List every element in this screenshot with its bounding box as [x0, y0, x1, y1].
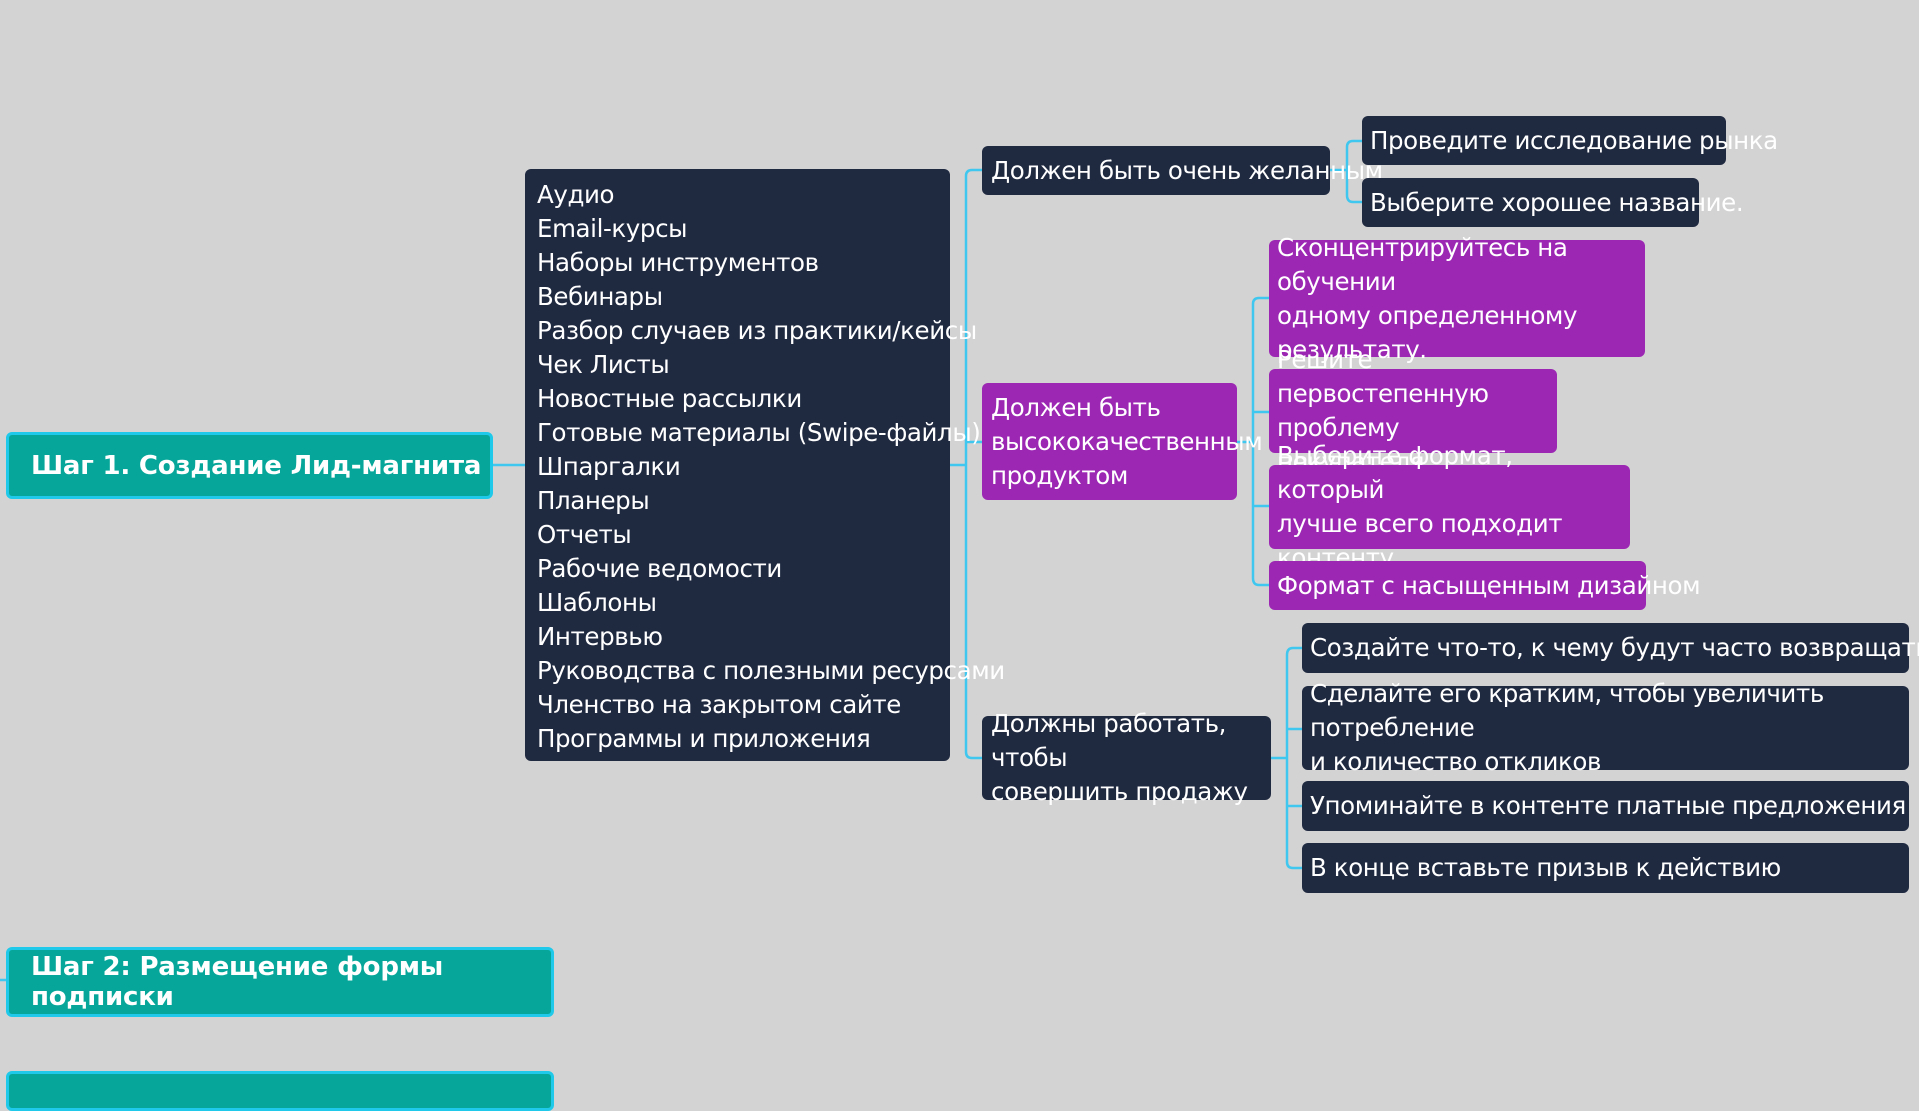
format-item: Планеры [537, 486, 650, 515]
step-2-node[interactable]: Шаг 2: Размещение формы подписки [6, 947, 554, 1017]
lead-magnet-formats-list[interactable]: Аудио Email-курсы Наборы инструментов Ве… [525, 169, 1005, 761]
format-item: Разбор случаев из практики/кейсы [537, 316, 977, 345]
tip-focus-on-result[interactable]: Сконцентрируйтесь на обучении одному опр… [1269, 233, 1645, 364]
format-item: Чек Листы [537, 350, 670, 379]
format-item: Интервью [537, 622, 663, 651]
format-item: Наборы инструментов [537, 248, 819, 277]
format-item: Готовые материалы (Swipe-файлы) [537, 418, 981, 447]
format-item: Программы и приложения [537, 724, 871, 753]
format-item: Шпаргалки [537, 452, 681, 481]
tip-rich-design[interactable]: Формат с насыщенным дизайном [1269, 561, 1701, 610]
tip-good-name[interactable]: Выберите хорошее название. [1362, 178, 1744, 227]
branch-desirable[interactable]: Должен быть очень желанным [982, 146, 1383, 195]
tip-choose-format[interactable]: Выберите формат, который лучше всего под… [1269, 441, 1630, 572]
format-item: Рабочие ведомости [537, 554, 782, 583]
branch-high-quality[interactable]: Должен быть высококачественным продуктом [982, 383, 1263, 500]
format-item: Отчеты [537, 520, 632, 549]
step-1-node[interactable]: Шаг 1. Создание Лид-магнита [6, 432, 493, 499]
tip-call-to-action[interactable]: В конце вставьте призыв к действию [1302, 843, 1909, 893]
tip-mention-paid-offers[interactable]: Упоминайте в контенте платные предложени… [1302, 781, 1909, 831]
step-3-node[interactable] [6, 1071, 554, 1111]
format-item: Членство на закрытом сайте [537, 690, 901, 719]
tip-return-often[interactable]: Создайте что-то, к чему будут часто возв… [1302, 623, 1919, 673]
format-item: Вебинары [537, 282, 663, 311]
mind-map-canvas: Шаг 1. Создание Лид-магнита Шаг 2: Разме… [0, 116, 1919, 1111]
branch-sell[interactable]: Должны работать, чтобы совершить продажу [982, 709, 1271, 806]
format-item: Email-курсы [537, 214, 688, 243]
format-item: Шаблоны [537, 588, 657, 617]
format-item: Новостные рассылки [537, 384, 802, 413]
format-item: Аудио [537, 180, 615, 209]
format-item: Руководства с полезными ресурсами [537, 656, 1005, 685]
connector-branch3-children [1269, 646, 1304, 870]
tip-market-research[interactable]: Проведите исследование рынка [1362, 116, 1778, 165]
tip-keep-short[interactable]: Сделайте его кратким, чтобы увеличить по… [1302, 679, 1909, 776]
